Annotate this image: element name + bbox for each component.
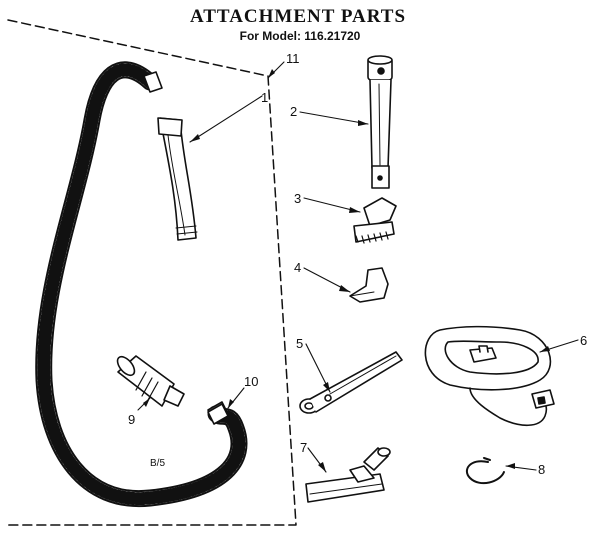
callout-9: 9 [128, 412, 135, 427]
model-subtitle: For Model: 116.21720 [239, 29, 361, 43]
swivel-cuff [116, 355, 185, 407]
callout-6: 6 [580, 333, 587, 348]
floor-brush [305, 447, 391, 503]
flexible-hose [35, 61, 248, 508]
hose-group-frame [7, 19, 297, 526]
callout-10: 10 [244, 374, 258, 389]
upholstery-nozzle [349, 267, 389, 303]
curved-wand [157, 117, 198, 241]
dusting-brush [353, 197, 397, 244]
callout-5: 5 [296, 336, 303, 351]
callout-3: 3 [294, 191, 301, 206]
callout-2: 2 [290, 104, 297, 119]
straight-wand [367, 55, 393, 189]
callout-1: 1 [261, 90, 268, 105]
crevice-tool [299, 351, 403, 414]
callout-4: 4 [294, 260, 301, 275]
callout-8: 8 [538, 462, 545, 477]
power-cord [424, 325, 555, 427]
callout-7: 7 [300, 440, 307, 455]
diagram-code: B/5 [150, 458, 165, 469]
page-title: ATTACHMENT PARTS [189, 6, 407, 27]
wand-clip [465, 457, 505, 485]
hose-end [207, 403, 229, 425]
leader-arrowheads [143, 69, 550, 472]
callout-11: 11 [286, 51, 300, 66]
